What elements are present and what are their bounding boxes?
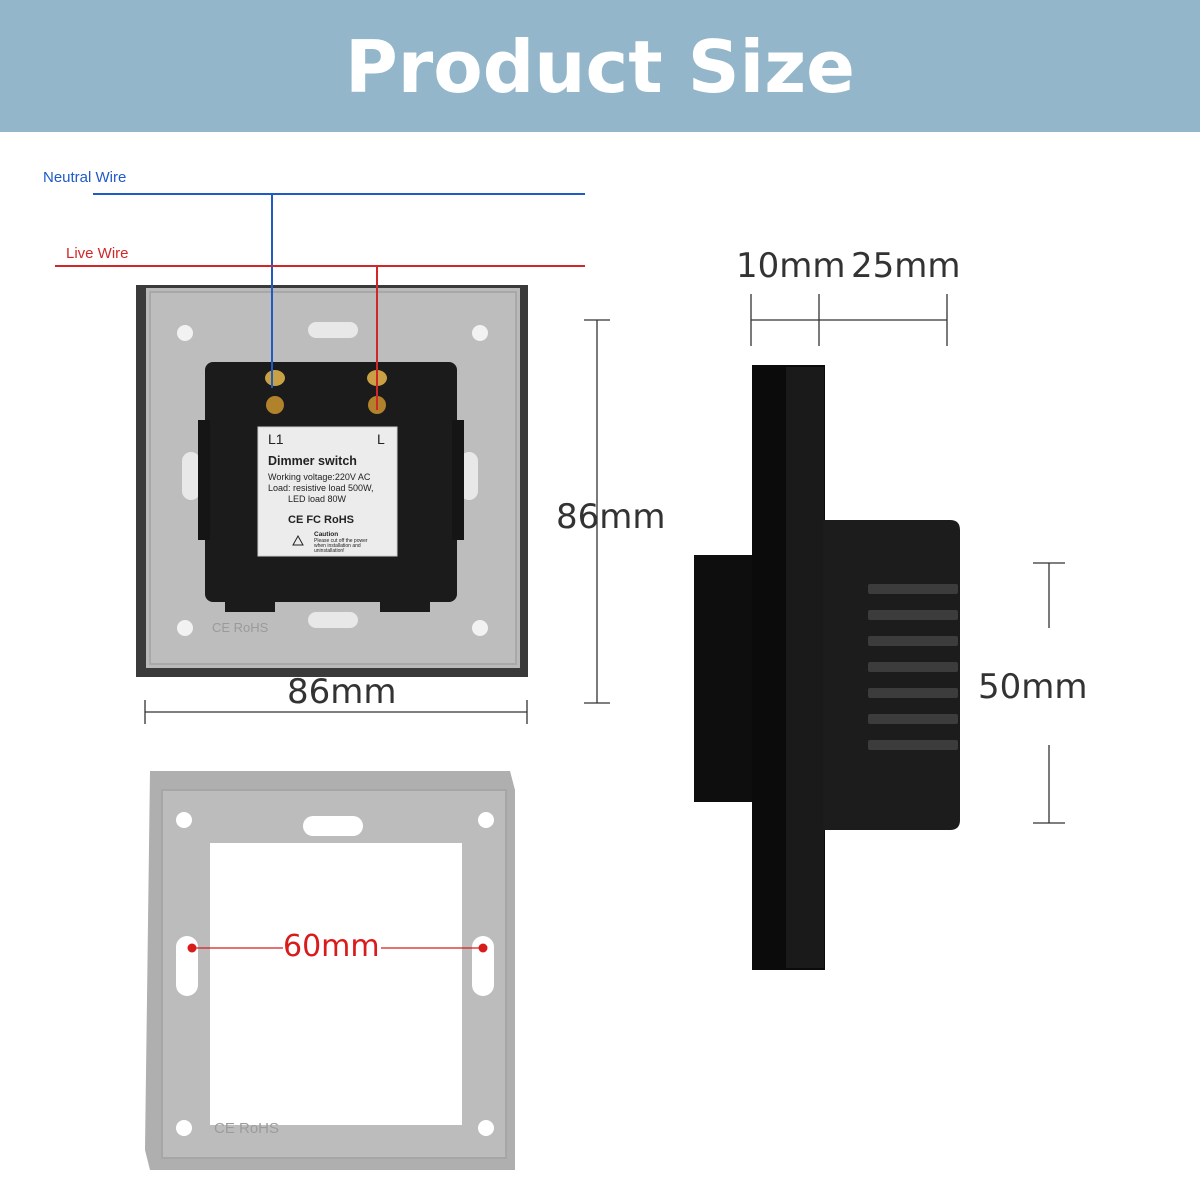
front-width-label: 86mm	[287, 672, 397, 712]
frame-slot	[303, 816, 363, 836]
switch-back-view: L1 L Dimmer switch Working voltage:220V …	[136, 285, 528, 677]
sticker-line: Working voltage:220V AC	[268, 472, 371, 482]
front-dimension-lines	[144, 319, 610, 724]
terminal-screw	[266, 396, 284, 414]
frame-slot	[303, 1100, 363, 1120]
mount-hole	[177, 325, 193, 341]
sticker-certs: CE FC RoHS	[288, 514, 354, 526]
mount-hole	[177, 620, 193, 636]
header-banner: Product Size	[0, 0, 1200, 132]
side-dimension-lines	[750, 294, 1065, 824]
warning-icon	[292, 534, 304, 546]
live-wire-label: Live Wire	[66, 245, 129, 262]
page-title: Product Size	[345, 25, 855, 109]
frame-hole	[176, 1120, 192, 1136]
sticker-caution-title: Caution	[314, 531, 338, 538]
side-panel-depth-label: 10mm	[736, 246, 846, 286]
back-marking: CE RoHS	[212, 620, 269, 635]
sticker-line: Load: resistive load 500W,	[268, 483, 374, 493]
side-body-depth-label: 25mm	[851, 246, 961, 286]
neutral-wire-label: Neutral Wire	[43, 169, 127, 186]
sticker-caution: uninstallation!	[314, 548, 345, 554]
frame-hole	[478, 812, 494, 828]
sticker-terminal-left: L1	[268, 431, 284, 447]
frame-hole	[478, 1120, 494, 1136]
sticker-line: LED load 80W	[288, 494, 347, 504]
frame-hole	[176, 812, 192, 828]
measure-dot	[187, 943, 197, 953]
measure-dot	[478, 943, 488, 953]
frame-marking: CE RoHS	[214, 1120, 279, 1137]
frame-slot	[472, 936, 494, 996]
sticker-title: Dimmer switch	[268, 454, 357, 468]
vent-slots	[868, 584, 958, 750]
sticker-terminal-right: L	[377, 431, 385, 447]
frame-spacing-label: 60mm	[283, 929, 380, 964]
sticker-caution: when installation and	[314, 543, 361, 549]
mounting-frame: CE RoHS	[145, 771, 515, 1170]
switch-side-view	[694, 365, 960, 970]
front-height-label: 86mm	[556, 497, 666, 537]
wiring	[55, 193, 585, 410]
side-body-height-label: 50mm	[978, 667, 1088, 707]
mount-hole	[472, 620, 488, 636]
sticker-caution: Please cut off the power	[314, 538, 368, 544]
mount-hole	[472, 325, 488, 341]
